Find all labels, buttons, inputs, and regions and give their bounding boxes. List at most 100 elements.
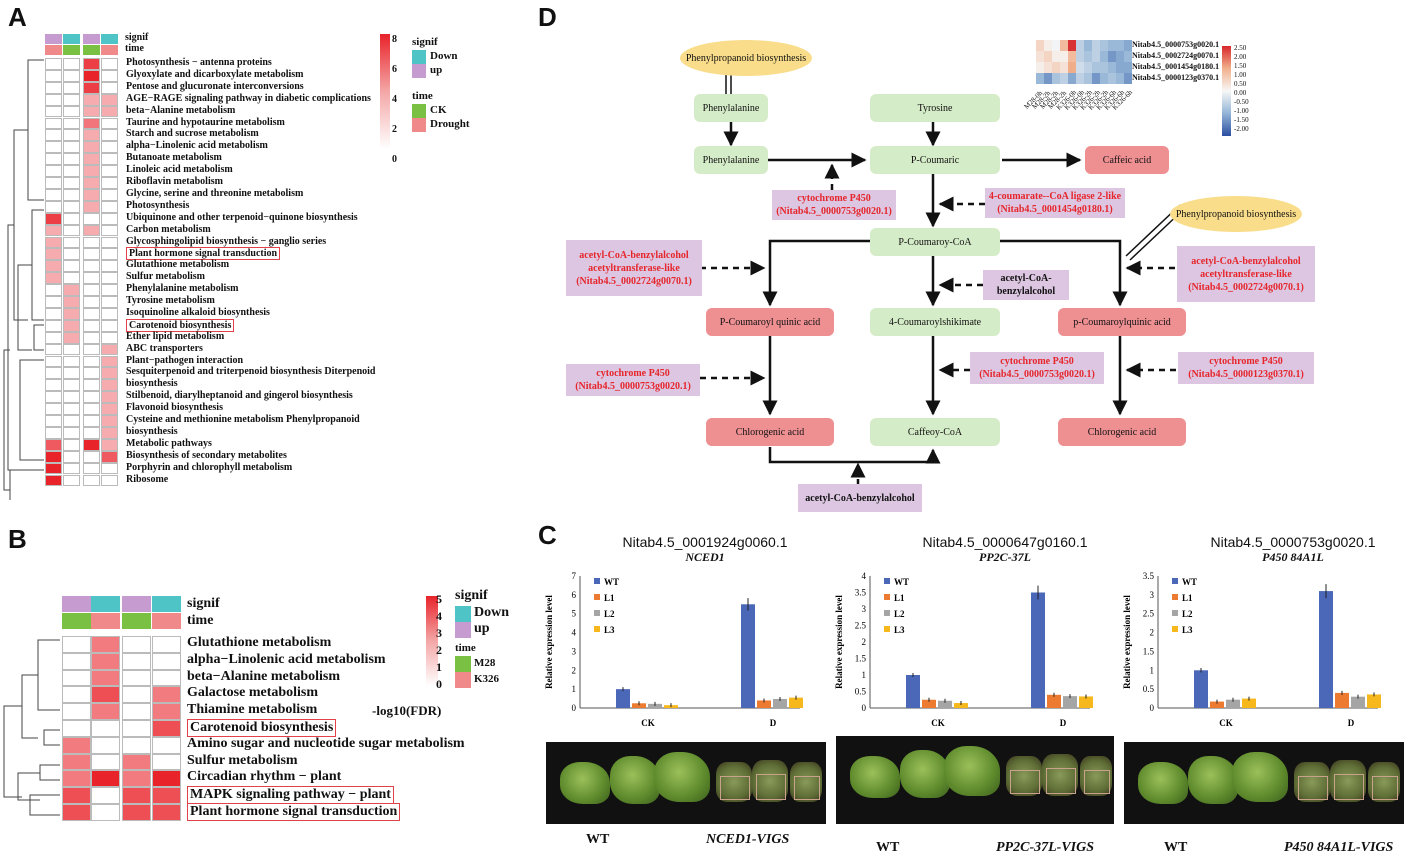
panel-a-ck-label: CK — [430, 104, 447, 116]
legend-label: L3 — [894, 625, 905, 635]
row-label: Sesquiterpenoid and triterpenoid biosynt… — [126, 366, 376, 378]
row-label: Pentose and glucuronate interconversions — [126, 80, 304, 92]
panel-a-down-swatch — [412, 50, 426, 64]
heatmap-cell — [63, 379, 80, 392]
heatmap-cell — [63, 224, 80, 237]
y-tick-label: 1.5 — [855, 654, 867, 664]
node-chlorogenic-acid-1: Chlorogenic acid — [706, 418, 834, 446]
heatmap-cell — [91, 720, 120, 737]
expr-cell — [1052, 62, 1060, 73]
row-label: beta−Alanine metabolism — [126, 104, 236, 116]
heatmap-cell — [62, 770, 91, 788]
heatmap-cell — [101, 284, 118, 296]
heatmap-cell — [83, 200, 100, 213]
node-chlorogenic-acid-2: Chlorogenic acid — [1058, 418, 1186, 446]
row-label: Biosynthesis of secondary metabolites — [126, 449, 287, 461]
heatmap-cell — [152, 753, 181, 771]
node-p-coumaroyl-quinic-acid: P-Coumaroyl quinic acid — [706, 308, 834, 336]
expr-cell — [1076, 51, 1084, 62]
panel-b-m28-label: M28 — [474, 657, 496, 669]
row-label: alpha−Linolenic acid metabolism — [187, 651, 386, 667]
dendrogram-branch — [17, 772, 40, 801]
heatmap-cell — [91, 686, 120, 704]
heatmap-cell — [45, 224, 62, 237]
node-caffeic-acid: Caffeic acid — [1085, 146, 1169, 174]
heatmap-cell — [83, 379, 100, 392]
heatmap-cell — [63, 58, 80, 70]
expr-cell — [1124, 62, 1132, 73]
scale-tick: 1 — [436, 660, 442, 674]
row-label: biosynthesis — [126, 378, 178, 390]
expr-cell — [1060, 62, 1068, 73]
annot-cell — [63, 45, 80, 55]
y-tick-label: 1 — [1150, 665, 1155, 675]
row-label: beta−Alanine metabolism — [187, 668, 341, 684]
annot-cell — [152, 613, 181, 629]
row-label: Plant hormone signal transduction — [126, 247, 281, 261]
annot-cell — [62, 596, 91, 612]
heatmap-cell — [83, 129, 100, 142]
panel-c-letter: C — [538, 520, 557, 550]
dendrogram-branch — [3, 349, 10, 491]
panel-d: Phenylpropanoid biosynthesis Phenylpropa… — [540, 0, 1410, 520]
heatmap-cell — [101, 355, 118, 368]
panel-a-time-title: time — [412, 90, 433, 102]
panel-a-letter: A — [8, 2, 27, 32]
row-label: Sulfur metabolism — [126, 271, 205, 283]
expr-cell — [1060, 51, 1068, 62]
heatmap-cell — [101, 58, 118, 70]
y-tick-label: 0 — [572, 703, 577, 713]
panel-a-drought-label: Drought — [430, 118, 470, 130]
wt-plant — [850, 756, 900, 798]
row-label: Plant hormone signal transduction — [187, 803, 401, 821]
scale-tick: 4 — [436, 609, 442, 623]
y-tick-label: 2 — [862, 637, 867, 647]
heatmap-cell — [45, 462, 62, 475]
ellipse-phenylpropanoid-2: Phenylpropanoid biosynthesis — [1170, 196, 1302, 232]
y-tick-label: 2 — [572, 665, 577, 675]
heatmap-cell — [83, 391, 100, 404]
expr-cell — [1036, 51, 1044, 62]
expr-cell — [1068, 73, 1076, 84]
heatmap-cell — [63, 284, 80, 296]
chart-gene-id: Nitab4.5_0001924g0060.1 — [622, 534, 788, 550]
heatmap-cell — [45, 153, 62, 166]
expr-cell — [1124, 73, 1132, 84]
expr-row-label: Nitab4.5_0001454g0180.1 — [1132, 62, 1220, 71]
heatmap-cell — [62, 736, 91, 754]
dendrogram-branch — [21, 674, 38, 739]
heatmap-cell — [83, 105, 100, 118]
y-axis-label: Relative expression level — [544, 595, 554, 689]
dendrogram-branch — [39, 764, 60, 781]
y-tick-label: 3 — [572, 646, 577, 656]
heatmap-cell — [152, 703, 181, 720]
x-tick-label: CK — [1219, 718, 1233, 728]
panel-d-heatmap-scale — [1222, 46, 1231, 136]
expr-cell — [1116, 40, 1124, 51]
heatmap-cell — [101, 450, 118, 463]
heatmap-cell — [101, 343, 118, 356]
expr-cell — [1068, 51, 1076, 62]
heatmap-cell — [45, 58, 62, 70]
heatmap-cell — [83, 474, 100, 487]
legend-label: L3 — [1182, 625, 1193, 635]
scale-tick: 4 — [392, 94, 397, 105]
row-label: Glutathione metabolism — [187, 635, 332, 650]
panel-b-color-scale — [426, 596, 438, 686]
expr-cell — [1116, 73, 1124, 84]
annot-cell — [45, 45, 62, 55]
heatmap-cell — [45, 474, 62, 487]
panel-a-signif-title: signif — [412, 36, 438, 48]
heatmap-cell — [91, 787, 120, 804]
heatmap-cell — [45, 403, 62, 415]
row-label: Taurine and hypotaurine metabolism — [126, 116, 285, 128]
row-label: Glyoxylate and dicarboxylate metabolism — [126, 68, 304, 80]
heatmap-cell — [122, 804, 151, 821]
vigs-plant — [1080, 756, 1112, 796]
panel-b-signif-title: signif — [455, 588, 488, 603]
legend-swatch — [594, 626, 600, 632]
y-tick-label: 3.5 — [1143, 571, 1155, 581]
